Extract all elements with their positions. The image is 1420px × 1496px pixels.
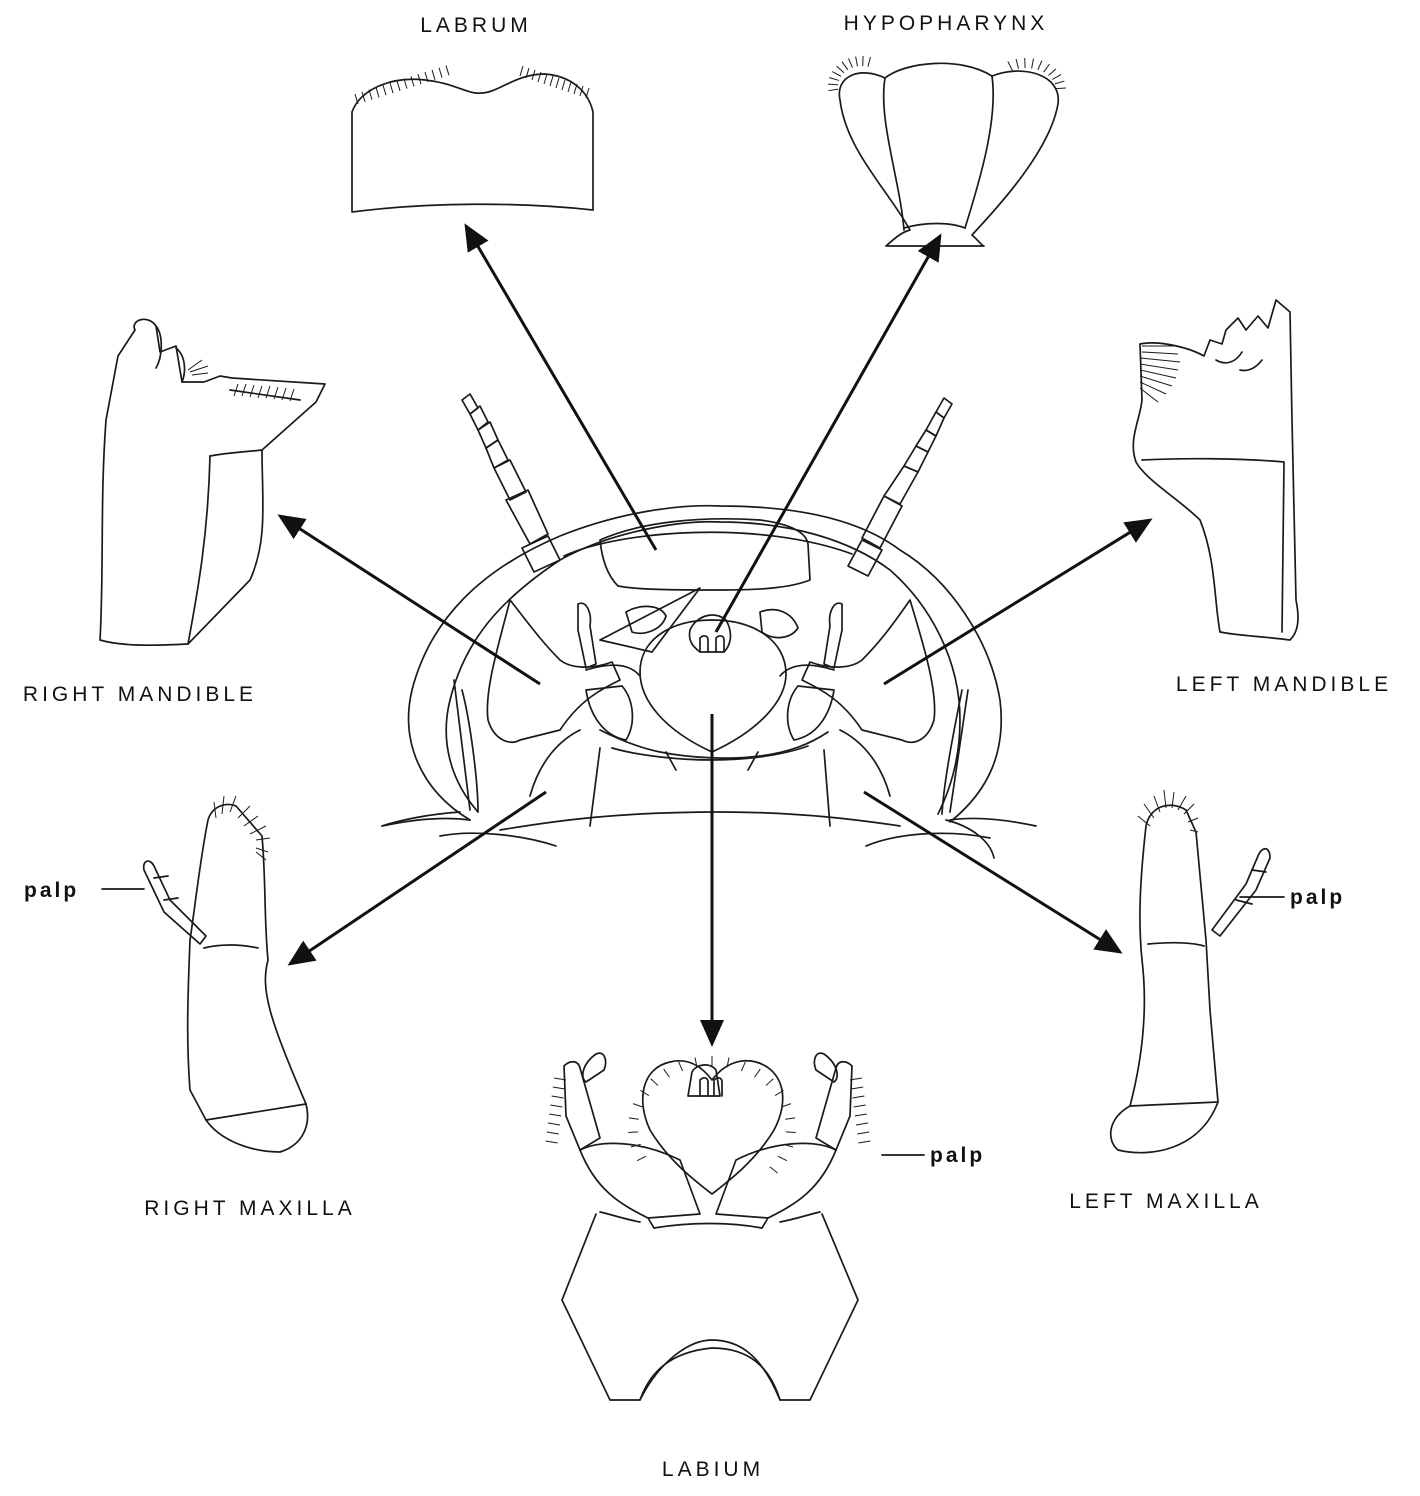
label-right-mandible: RIGHT MANDIBLE: [23, 683, 257, 706]
right-mandible-drawing: [100, 319, 325, 645]
setae: [355, 65, 589, 104]
arrows: [280, 226, 1150, 1044]
labium-drawing: [546, 1053, 871, 1400]
label-right-maxilla: RIGHT MAXILLA: [144, 1197, 356, 1220]
left-maxilla-drawing: [1111, 790, 1270, 1153]
label-palp-right-maxilla: palp: [24, 879, 79, 902]
labrum-drawing: [352, 65, 593, 212]
arrow-to-hypopharynx: [716, 236, 940, 632]
right-antenna: [462, 394, 560, 572]
label-palp-left-maxilla: palp: [1290, 886, 1345, 909]
left-mandible-drawing: [1133, 300, 1298, 640]
arrow-to-left-maxilla: [864, 792, 1120, 952]
arrow-to-left-mandible: [884, 520, 1150, 684]
arrow-to-right-mandible: [280, 516, 540, 684]
right-maxilla-drawing: [144, 796, 308, 1152]
head-drawing: [382, 506, 1036, 858]
label-labrum: LABRUM: [420, 14, 532, 37]
hypopharynx-drawing: [828, 56, 1066, 246]
arrow-to-labrum: [466, 226, 656, 550]
label-labium: LABIUM: [662, 1458, 764, 1481]
label-left-mandible: LEFT MANDIBLE: [1176, 673, 1392, 696]
label-left-maxilla: LEFT MAXILLA: [1069, 1190, 1263, 1213]
label-hypopharynx: HYPOPHARYNX: [844, 12, 1049, 35]
label-palp-labium: palp: [930, 1144, 985, 1167]
